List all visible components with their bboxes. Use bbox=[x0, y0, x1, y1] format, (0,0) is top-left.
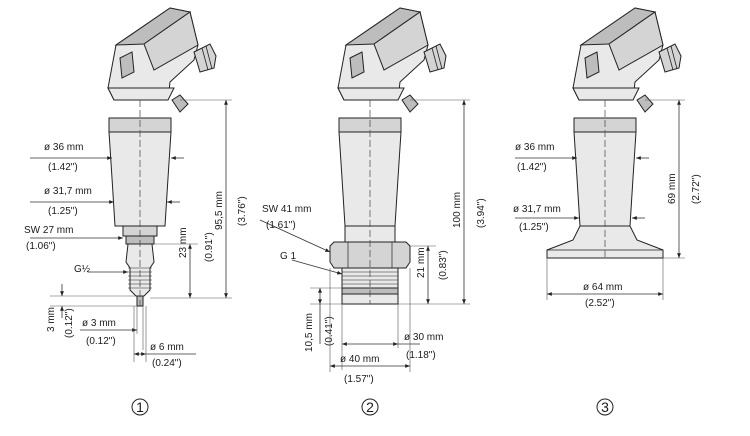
v1-h95-in: (3.76") bbox=[237, 196, 248, 226]
v1-d36: ø 36 mm bbox=[44, 142, 83, 153]
v3-d36: ø 36 mm bbox=[515, 142, 554, 153]
variant-2: SW 41 mm (1.61") G 1 21 mm (0.83") 100 m… bbox=[259, 7, 487, 416]
v3-d31: ø 31,7 mm bbox=[513, 204, 561, 215]
v1-sw: SW 27 mm bbox=[24, 225, 73, 236]
v3-d64: ø 64 mm bbox=[583, 282, 622, 293]
v3-h69: 69 mm bbox=[667, 173, 678, 204]
variant-3: ø 36 mm (1.42") ø 31,7 mm (1.25") 69 mm … bbox=[513, 7, 702, 416]
v1-d36-in: (1.42") bbox=[48, 162, 78, 173]
v1-thread: G½ bbox=[74, 264, 91, 275]
v2-d40-in: (1.57") bbox=[344, 374, 374, 385]
v2-sw-in: (1.61") bbox=[266, 220, 296, 231]
v2-d40: ø 40 mm bbox=[340, 354, 379, 365]
v3-h69-in: (2.72") bbox=[691, 174, 702, 204]
v1-h95: 95,5 mm bbox=[214, 191, 225, 230]
variant-1: ø 36 mm (1.42") ø 31,7 mm (1.25") SW 27 … bbox=[24, 7, 248, 416]
v1-d31: ø 31,7 mm bbox=[44, 186, 92, 197]
v2-h10: 10,5 mm bbox=[304, 313, 315, 352]
v3-d64-in: (2.52") bbox=[585, 298, 615, 309]
v1-d31-in: (1.25") bbox=[48, 206, 78, 217]
v2-h21: 21 mm bbox=[416, 247, 427, 278]
v2-thread: G 1 bbox=[280, 251, 297, 262]
v1-sw-in: (1.06") bbox=[26, 241, 56, 252]
variant-2-number: 2 bbox=[366, 399, 374, 415]
v1-h3: 3 mm bbox=[46, 307, 57, 332]
v1-d6: ø 6 mm bbox=[150, 342, 184, 353]
v2-h21-in: (0.83") bbox=[438, 250, 449, 280]
v3-d31-in: (1.25") bbox=[519, 222, 549, 233]
v2-h10-in: (0.41") bbox=[324, 316, 335, 346]
v1-h3-in: (0.12") bbox=[64, 308, 75, 338]
v2-d30-in: (1.18") bbox=[406, 350, 436, 361]
v1-d3: ø 3 mm bbox=[82, 318, 116, 329]
variant-1-number: 1 bbox=[136, 399, 144, 415]
v2-h100: 100 mm bbox=[452, 192, 463, 228]
v2-d30: ø 30 mm bbox=[404, 332, 443, 343]
variant-3-number: 3 bbox=[601, 399, 609, 415]
v1-d3-in: (0.12") bbox=[86, 336, 116, 347]
v1-h23-in: (0.91") bbox=[204, 232, 215, 262]
v3-d36-in: (1.42") bbox=[517, 162, 547, 173]
v2-h100-in: (3.94") bbox=[476, 198, 487, 228]
v2-sw: SW 41 mm bbox=[262, 204, 311, 215]
v1-h23: 23 mm bbox=[178, 227, 189, 258]
v1-d6-in: (0.24") bbox=[152, 358, 182, 369]
